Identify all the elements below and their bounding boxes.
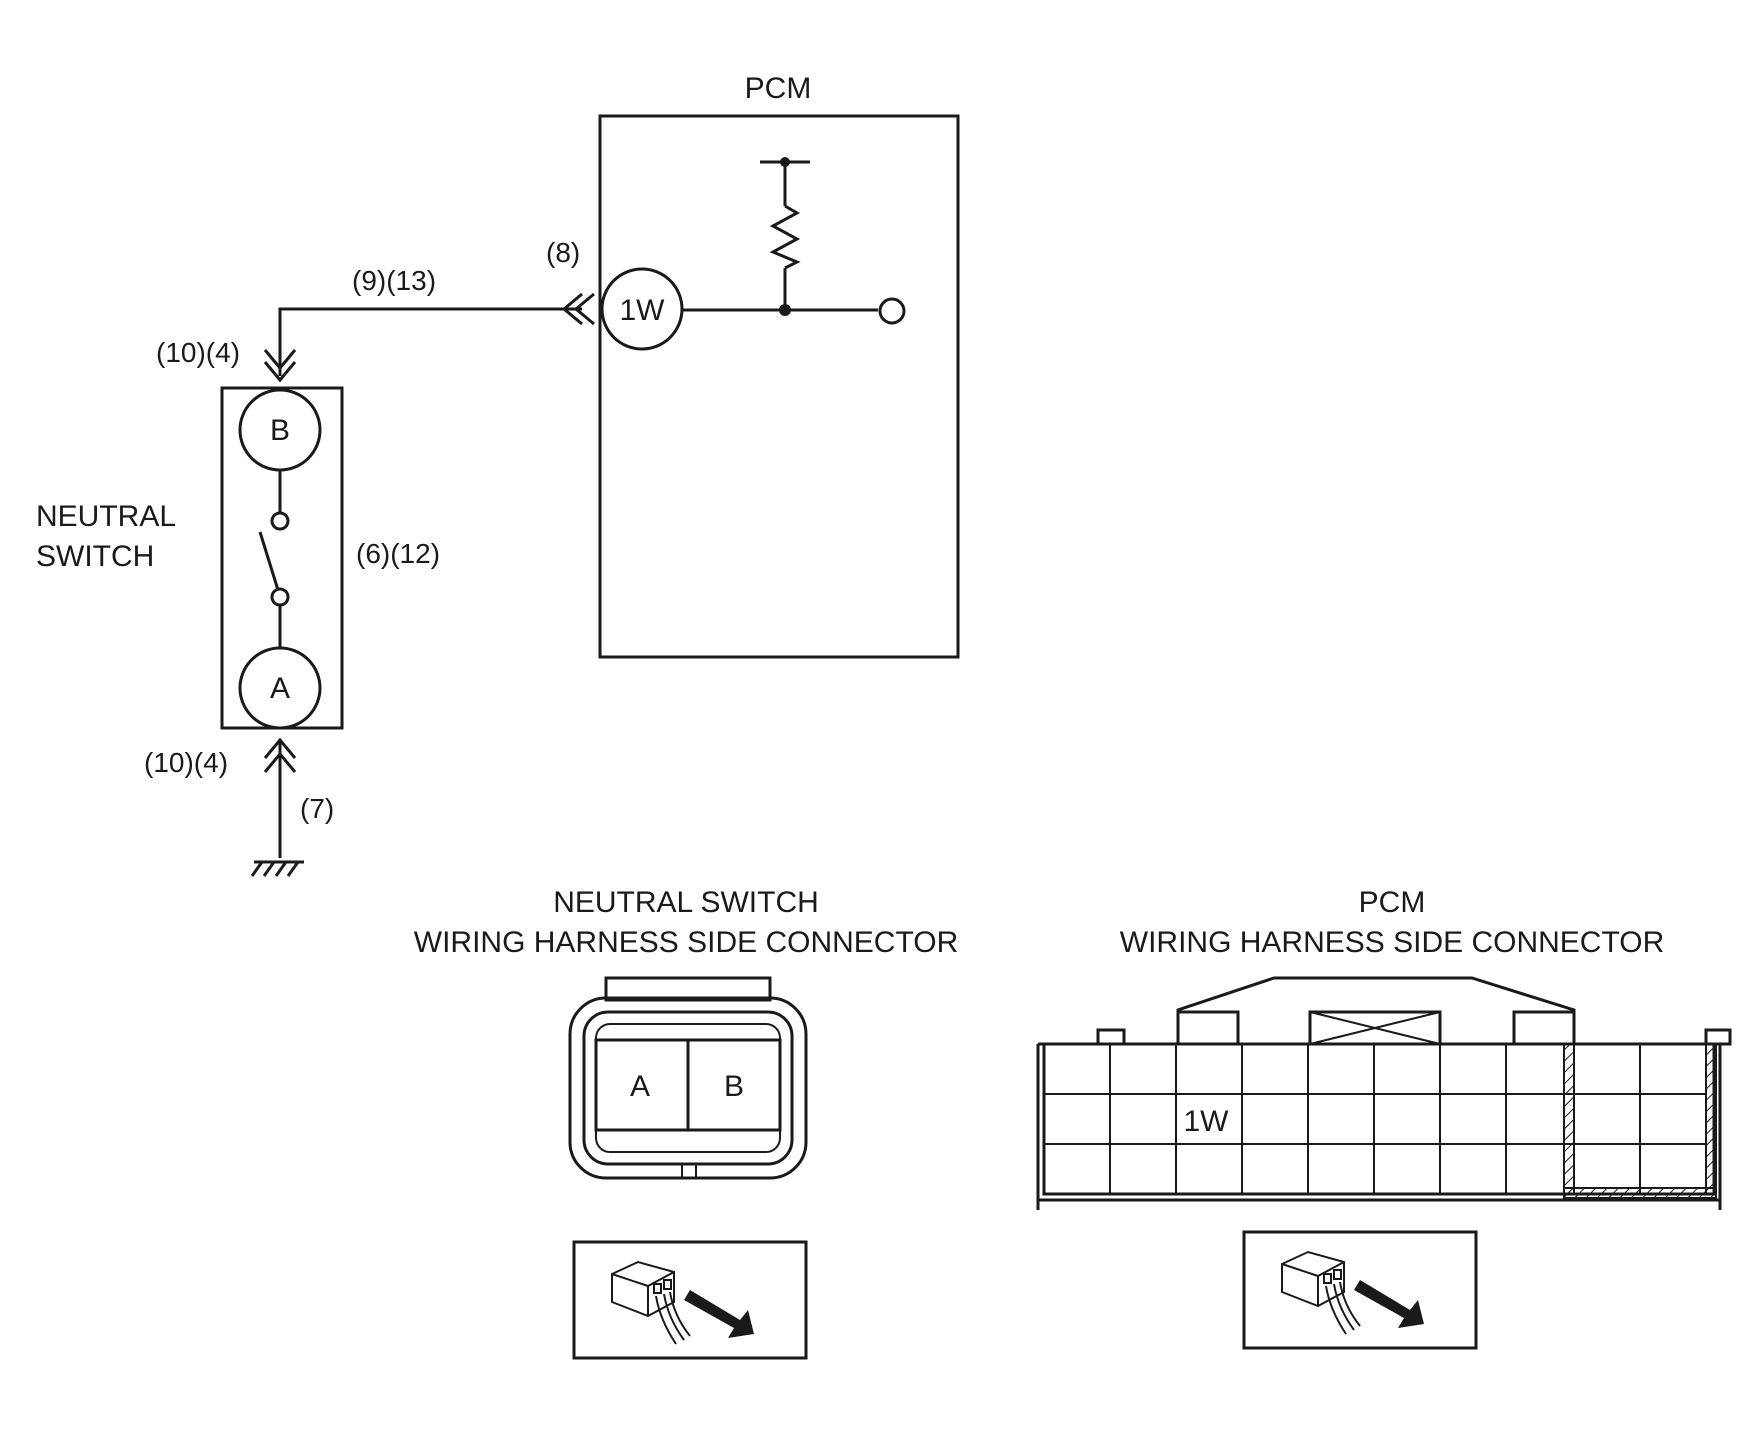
ns-pin-b: B — [724, 1070, 744, 1103]
pcm-terminal-label: 1W — [620, 294, 666, 327]
resistor-icon — [760, 157, 810, 310]
neutral-switch-label-2: SWITCH — [36, 540, 154, 573]
pcm-connector-title-1: PCM — [1359, 886, 1426, 919]
ns-connector-title-2: WIRING HARNESS SIDE CONNECTOR — [414, 926, 959, 959]
switch-blade — [258, 531, 280, 591]
pcm-input-node — [878, 297, 906, 325]
switch-terminal-b-label: B — [270, 414, 290, 447]
ns-connector-title-1: NEUTRAL SWITCH — [553, 886, 819, 919]
pcm-terminal-1w — [600, 267, 684, 351]
ns-pin-a: A — [630, 1070, 650, 1103]
switch-contact-top — [270, 511, 290, 531]
pcm-title: PCM — [745, 72, 812, 105]
ns-connector-drawing: A B — [568, 976, 808, 1180]
switch-top-connector-ref: (10)(4) — [156, 337, 240, 368]
switch-contact-bottom — [270, 587, 290, 607]
signal-wire-ref: (9)(13) — [352, 265, 436, 296]
pcm-connector-title-2: WIRING HARNESS SIDE CONNECTOR — [1120, 926, 1665, 959]
switch-bottom-connector-ref: (10)(4) — [144, 747, 228, 778]
switch-ref: (6)(12) — [356, 538, 440, 569]
pcm-module: PCM 1W — [598, 72, 960, 659]
switch-terminal-a-label: A — [270, 672, 290, 705]
signal-wire — [263, 292, 595, 383]
pcm-connector-drawing: 1W — [1036, 976, 1732, 1210]
ground-wire — [263, 737, 297, 858]
neutral-switch: B A — [220, 386, 344, 730]
switch-terminal-a — [238, 646, 322, 730]
neutral-switch-label-1: NEUTRAL — [36, 500, 176, 533]
pcm-connector-ref: (8) — [546, 237, 580, 268]
pcm-box — [598, 114, 960, 659]
pcm-pin-1w: 1W — [1184, 1105, 1230, 1138]
ground-wire-ref: (7) — [300, 793, 334, 824]
connector-orientation-icon — [572, 1240, 808, 1360]
ground-icon — [250, 860, 304, 877]
connector-orientation-icon — [1242, 1230, 1478, 1350]
